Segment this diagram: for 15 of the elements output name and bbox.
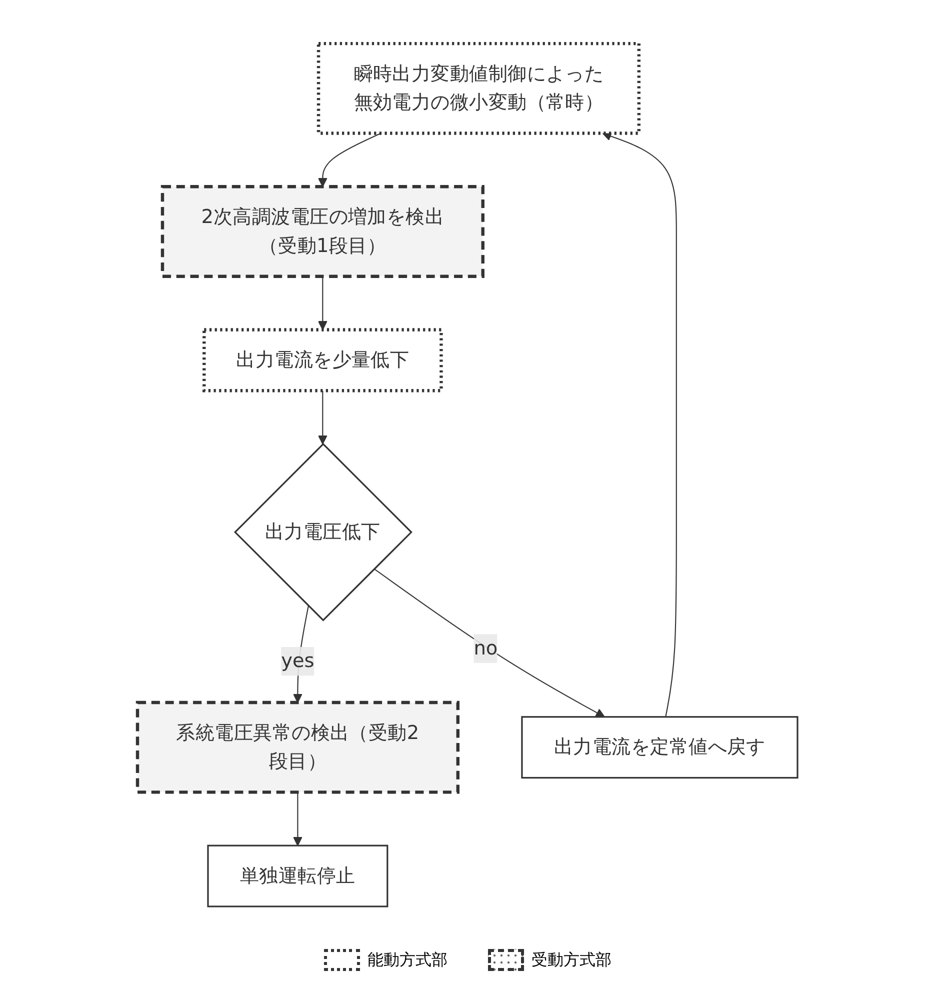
legend-label: 受動方式部 xyxy=(532,950,612,970)
arrow xyxy=(318,276,328,330)
arrow xyxy=(318,132,382,187)
node-diamond: 出力電圧低下 xyxy=(234,442,412,621)
arrow xyxy=(318,390,328,444)
node-box: 2次高調波電圧の増加を検出（受動1段目） xyxy=(160,184,484,278)
node-box: 単独運転停止 xyxy=(207,844,388,907)
legend-label: 能動方式部 xyxy=(368,950,448,970)
node-box: 系統電圧異常の検出（受動2段目） xyxy=(136,700,460,794)
edge-label: yes xyxy=(281,650,314,672)
edge-label: no xyxy=(474,636,498,660)
node-box: 出力電流を定常値へ戻す xyxy=(521,716,798,778)
arrow xyxy=(374,568,605,717)
arrow xyxy=(293,792,302,846)
node-box: 出力電流を少量低下 xyxy=(202,328,443,392)
